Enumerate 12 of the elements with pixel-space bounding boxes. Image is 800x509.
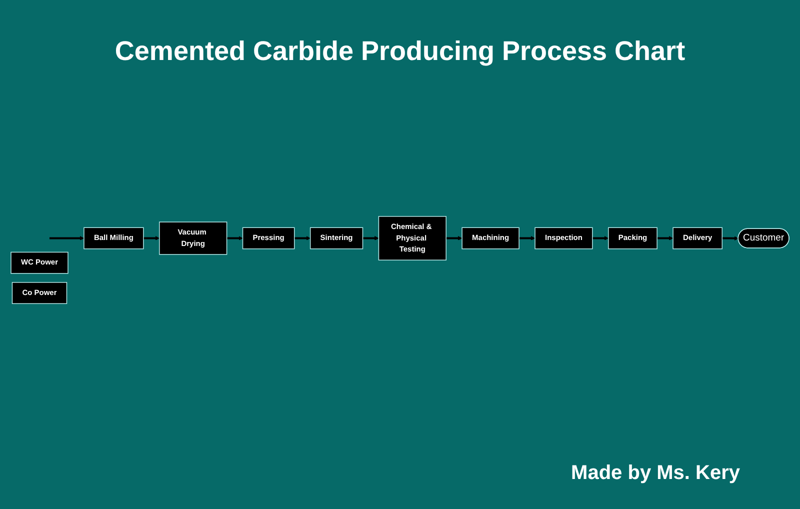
arrow bbox=[294, 236, 311, 240]
arrow bbox=[722, 236, 739, 241]
diagram-title: Cemented Carbide Producing Process Chart bbox=[114, 36, 686, 67]
arrow bbox=[226, 236, 243, 240]
arrow bbox=[143, 236, 160, 240]
arrow bbox=[49, 236, 84, 240]
arrow bbox=[446, 236, 462, 240]
arrow bbox=[519, 236, 536, 240]
arrow bbox=[592, 236, 609, 240]
credit-note: Made by Ms. Kery bbox=[571, 462, 740, 485]
arrow bbox=[657, 236, 674, 240]
arrow bbox=[362, 236, 379, 240]
